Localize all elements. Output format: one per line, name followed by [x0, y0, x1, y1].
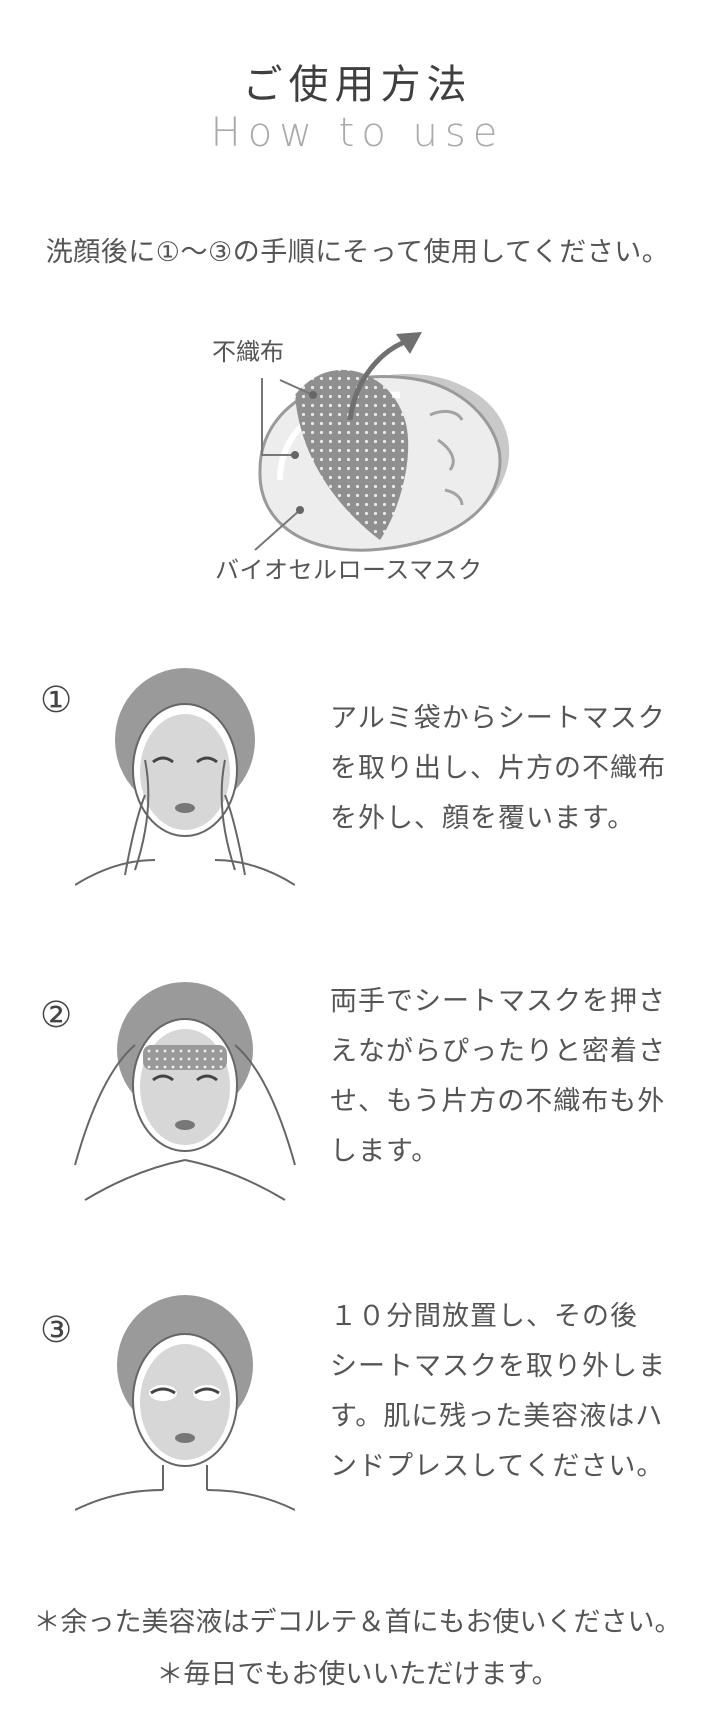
face-illustration-step3 [75, 1295, 295, 1511]
face-illustration-step2 [74, 982, 296, 1201]
step-line: を外し、顔を覆います。 [330, 803, 636, 834]
face-illustration-step1 [75, 668, 295, 886]
step-line: 両手でシートマスクを押さ [330, 986, 666, 1017]
step-1: ① アルミ袋からシートマスク を取り出し、片方の不織布 を外し、顔を覆います。 [0, 660, 715, 900]
intro-text: 洗顔後に①～③の手順にそって使用してください。 [45, 237, 670, 268]
step-line: を取り出し、片方の不織布 [330, 753, 666, 784]
step-line: アルミ袋からシートマスク [330, 703, 666, 734]
step-line: シートマスクを取り外しま [330, 1351, 666, 1382]
step-3: ③ １０分間放置し、その後 シートマスクを取り外しま す。肌に残った美容液はハ … [0, 1290, 715, 1540]
step-line: えながらぴったりと密着さ [330, 1036, 666, 1067]
step-line: します。 [330, 1136, 440, 1167]
note-line: ＊毎日でもお使いいただけます。 [156, 1659, 559, 1690]
step-number: ② [40, 995, 73, 1036]
step-description: 両手でシートマスクを押さ えながらぴったりと密着さ せ、もう片方の不織布も外 し… [330, 977, 690, 1177]
note-line: ＊余った美容液はデコルテ＆首にもお使いください。 [33, 1607, 682, 1638]
step-number: ③ [40, 1310, 73, 1351]
mask-diagram [254, 332, 510, 552]
step-line: せ、もう片方の不織布も外 [330, 1086, 666, 1117]
page-subtitle: How to use [210, 110, 505, 156]
step-description: １０分間放置し、その後 シートマスクを取り外しま す。肌に残った美容液はハ ンド… [330, 1292, 690, 1492]
step-line: １０分間放置し、その後 [330, 1301, 638, 1332]
label-biocellulose-mask: バイオセルロースマスク [215, 556, 483, 584]
label-nonwoven: 不織布 [212, 338, 284, 366]
step-number: ① [40, 680, 73, 721]
step-line: ンドプレスしてください。 [330, 1451, 665, 1482]
step-line: す。肌に残った美容液はハ [330, 1401, 664, 1432]
step-2: ② 両手でシートマスクを押さ えながらぴったりと密着さ せ、もう片方の不織布も外… [0, 975, 715, 1215]
page-title: ご使用方法 [242, 62, 473, 108]
step-description: アルミ袋からシートマスク を取り出し、片方の不織布 を外し、顔を覆います。 [330, 694, 690, 844]
nonwoven-sheet [295, 369, 409, 540]
peel-arrow [347, 337, 411, 421]
